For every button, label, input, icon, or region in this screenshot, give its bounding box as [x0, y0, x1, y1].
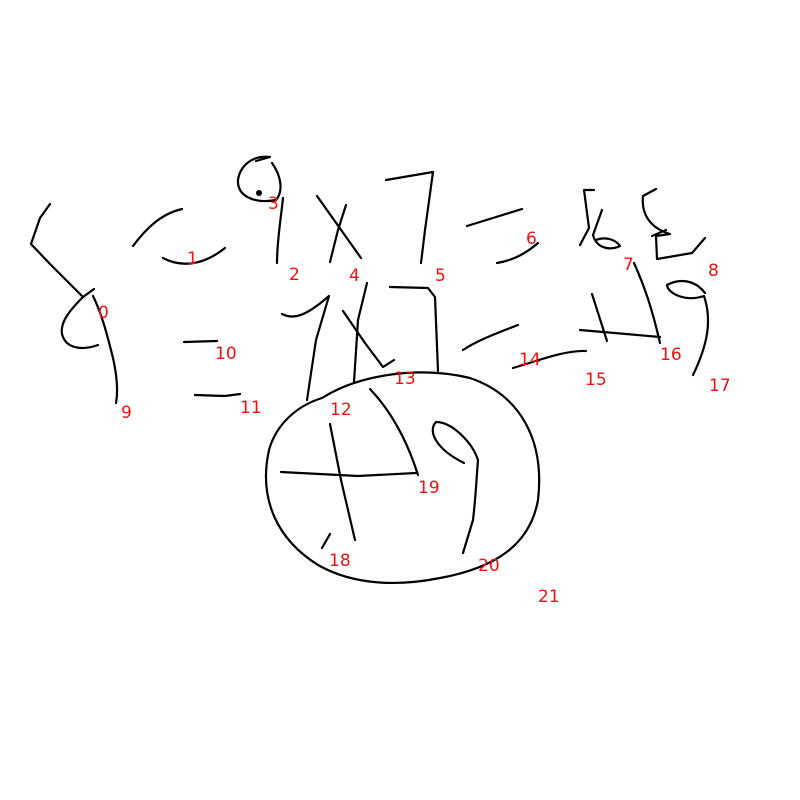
stroke-2 — [275, 196, 285, 265]
label-11: 11 — [240, 398, 262, 418]
stroke-7-stem — [578, 188, 596, 247]
label-7: 7 — [623, 255, 634, 275]
label-2: 2 — [289, 265, 300, 285]
stroke-10 — [182, 339, 219, 344]
stroke-18-b — [320, 532, 332, 550]
label-13: 13 — [394, 369, 416, 389]
stroke-6-a — [465, 207, 524, 228]
label-20: 20 — [478, 556, 500, 576]
stroke-15-b — [590, 292, 609, 343]
label-17: 17 — [709, 376, 731, 396]
label-21: 21 — [538, 587, 560, 607]
label-19: 19 — [418, 478, 440, 498]
stroke-19-arc — [368, 387, 420, 477]
stroke-8-a — [641, 187, 707, 261]
label-18: 18 — [329, 551, 351, 571]
label-0: 0 — [98, 303, 109, 323]
stroke-20 — [431, 420, 480, 555]
stroke-labels: 0 1 2 3 4 5 6 7 8 9 10 11 12 13 14 15 16… — [98, 194, 731, 607]
label-14: 14 — [519, 350, 541, 370]
stroke-7-loop — [591, 208, 622, 250]
label-6: 6 — [526, 229, 537, 249]
stroke-3 — [236, 155, 282, 203]
stroke-19-bar — [279, 470, 418, 478]
stroke-1 — [131, 207, 184, 248]
label-5: 5 — [435, 266, 446, 286]
stroke-11 — [193, 392, 242, 398]
ink-strokes — [29, 155, 710, 584]
stroke-0-loop — [60, 295, 100, 350]
label-15: 15 — [585, 370, 607, 390]
label-12: 12 — [330, 400, 352, 420]
stroke-14-b — [511, 349, 588, 370]
stroke-18-a — [328, 422, 357, 542]
stroke-1-lower — [161, 246, 227, 265]
stroke-4-b — [328, 203, 348, 264]
label-3: 3 — [268, 194, 279, 214]
stroke-12-b — [352, 281, 369, 384]
label-4: 4 — [349, 266, 360, 286]
stroke-21-circle — [264, 371, 541, 584]
label-9: 9 — [121, 403, 132, 423]
stroke-9 — [91, 294, 119, 405]
stroke-13-top — [388, 285, 440, 373]
stroke-5 — [384, 170, 435, 265]
stroke-15-a — [578, 328, 662, 339]
stroke-6-b — [495, 241, 540, 265]
stroke-16 — [632, 261, 662, 345]
stroke-0 — [29, 202, 96, 299]
stroke-17 — [665, 279, 710, 377]
stroke-13-diag — [341, 309, 396, 369]
stroke-3-dot — [256, 190, 262, 196]
label-1: 1 — [187, 249, 198, 269]
label-10: 10 — [215, 344, 237, 364]
stroke-8-b — [650, 228, 668, 238]
stroke-14-a — [461, 323, 520, 352]
label-8: 8 — [708, 261, 719, 281]
label-16: 16 — [660, 345, 682, 365]
stroke-12-a — [280, 294, 331, 402]
